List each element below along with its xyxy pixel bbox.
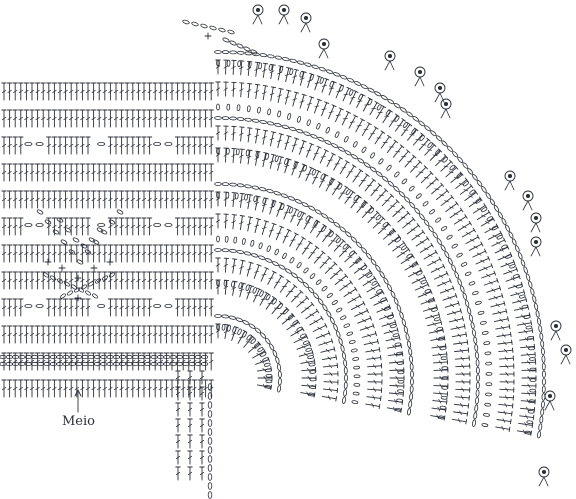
edge-picots (252, 4, 572, 487)
fan-section (214, 50, 546, 439)
middle-label: Meio (62, 414, 95, 429)
lower-columns (175, 370, 213, 499)
top-chain-arc (182, 19, 258, 55)
body-rows (1, 82, 214, 398)
heart-motif (36, 209, 124, 302)
middle-chain-row (0, 354, 209, 367)
middle-arrow (74, 389, 82, 413)
